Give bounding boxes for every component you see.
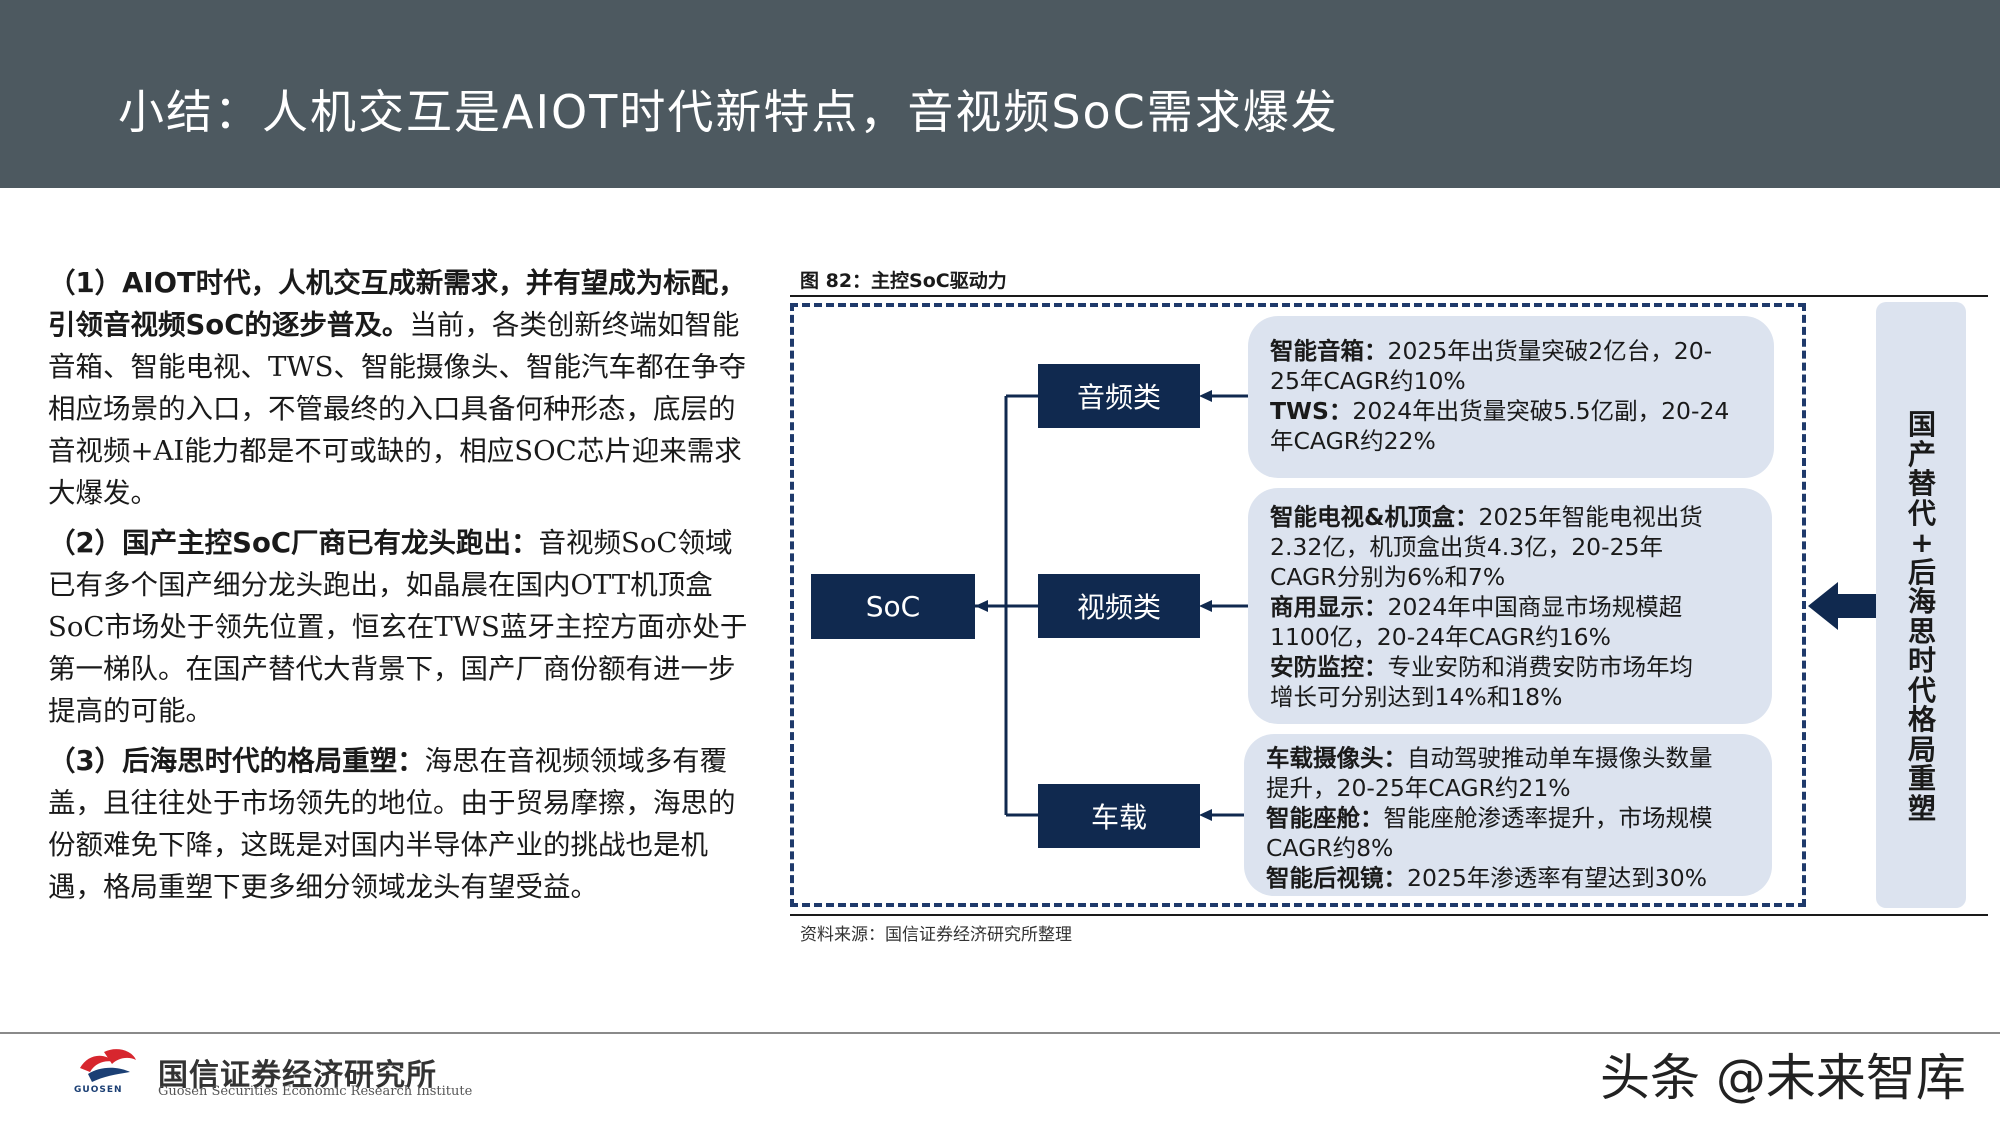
car-info-box: 车载摄像头：自动驾驶推动单车摄像头数量 提升，20-25年CAGR约21% 智能… bbox=[1244, 734, 1772, 896]
diagram-frame bbox=[790, 303, 1806, 907]
logo-wordmark: GUOSEN bbox=[74, 1085, 123, 1095]
figure-source: 资料来源：国信证券经济研究所整理 bbox=[800, 925, 1072, 945]
figure-caption: 图 82：主控SoC驱动力 bbox=[800, 270, 1007, 292]
summary-text: （1）AIOT时代，人机交互成新需求，并有望成为标配，引领音视频SoC的逐步普及… bbox=[48, 262, 748, 916]
paragraph-1-body: 当前，各类创新终端如智能音箱、智能电视、TWS、智能摄像头、智能汽车都在争夺相应… bbox=[48, 309, 746, 509]
side-theme-panel bbox=[1876, 302, 1966, 908]
video-info-box: 智能电视&机顶盒：2025年智能电视出货 2.32亿，机顶盒出货4.3亿，20-… bbox=[1248, 488, 1772, 724]
audio-category-box: 音频类 bbox=[1038, 364, 1200, 428]
footer-rule bbox=[0, 1032, 2000, 1034]
car-category-box: 车载 bbox=[1038, 784, 1200, 848]
paragraph-1: （1）AIOT时代，人机交互成新需求，并有望成为标配，引领音视频SoC的逐步普及… bbox=[48, 262, 748, 514]
paragraph-2: （2）国产主控SoC厂商已有龙头跑出：音视频SoC领域已有多个国产细分龙头跑出，… bbox=[48, 522, 748, 732]
video-category-box: 视频类 bbox=[1038, 574, 1200, 638]
big-left-arrow bbox=[1808, 582, 1876, 630]
paragraph-3-heading: （3）后海思时代的格局重塑： bbox=[48, 745, 425, 777]
watermark-text: 头条 @未来智库 bbox=[1600, 1049, 1966, 1107]
soc-box: SoC bbox=[811, 574, 975, 639]
side-theme-text: 国 产 替 代 + 后 海 思 时 代 格 局 重 塑 bbox=[1907, 408, 1936, 825]
paragraph-2-body: 音视频SoC领域已有多个国产细分龙头跑出，如晶晨在国内OTT机顶盒SoC市场处于… bbox=[48, 527, 748, 727]
org-name-english: Guosen Securities Economic Research Inst… bbox=[158, 1084, 473, 1099]
org-name: 国信证券经济研究所 bbox=[158, 1058, 437, 1093]
arrowhead-soc bbox=[975, 600, 988, 612]
arrowhead-car bbox=[1199, 809, 1212, 821]
page-title: 小结：人机交互是AIOT时代新特点，音视频SoC需求爆发 bbox=[118, 85, 1339, 139]
paragraph-1-heading: （1）AIOT时代，人机交互成新需求，并有望成为标配，引领音视频SoC的逐步普及… bbox=[48, 267, 746, 341]
arrowhead-video bbox=[1199, 600, 1212, 612]
arrowhead-audio bbox=[1199, 390, 1212, 402]
figure-bottom-rule bbox=[790, 914, 1988, 916]
paragraph-2-heading: （2）国产主控SoC厂商已有龙头跑出： bbox=[48, 527, 539, 559]
audio-info-box: 智能音箱：2025年出货量突破2亿台，20- 25年CAGR约10% TWS：2… bbox=[1248, 316, 1774, 478]
title-banner: 小结：人机交互是AIOT时代新特点，音视频SoC需求爆发 bbox=[0, 0, 2000, 188]
guosen-logo-icon bbox=[80, 1049, 136, 1082]
figure-top-rule bbox=[790, 295, 1988, 297]
paragraph-3-body: 海思在音视频领域多有覆盖，且往往处于市场领先的地位。由于贸易摩擦，海思的份额难免… bbox=[48, 745, 736, 903]
paragraph-3: （3）后海思时代的格局重塑：海思在音视频领域多有覆盖，且往往处于市场领先的地位。… bbox=[48, 740, 748, 908]
